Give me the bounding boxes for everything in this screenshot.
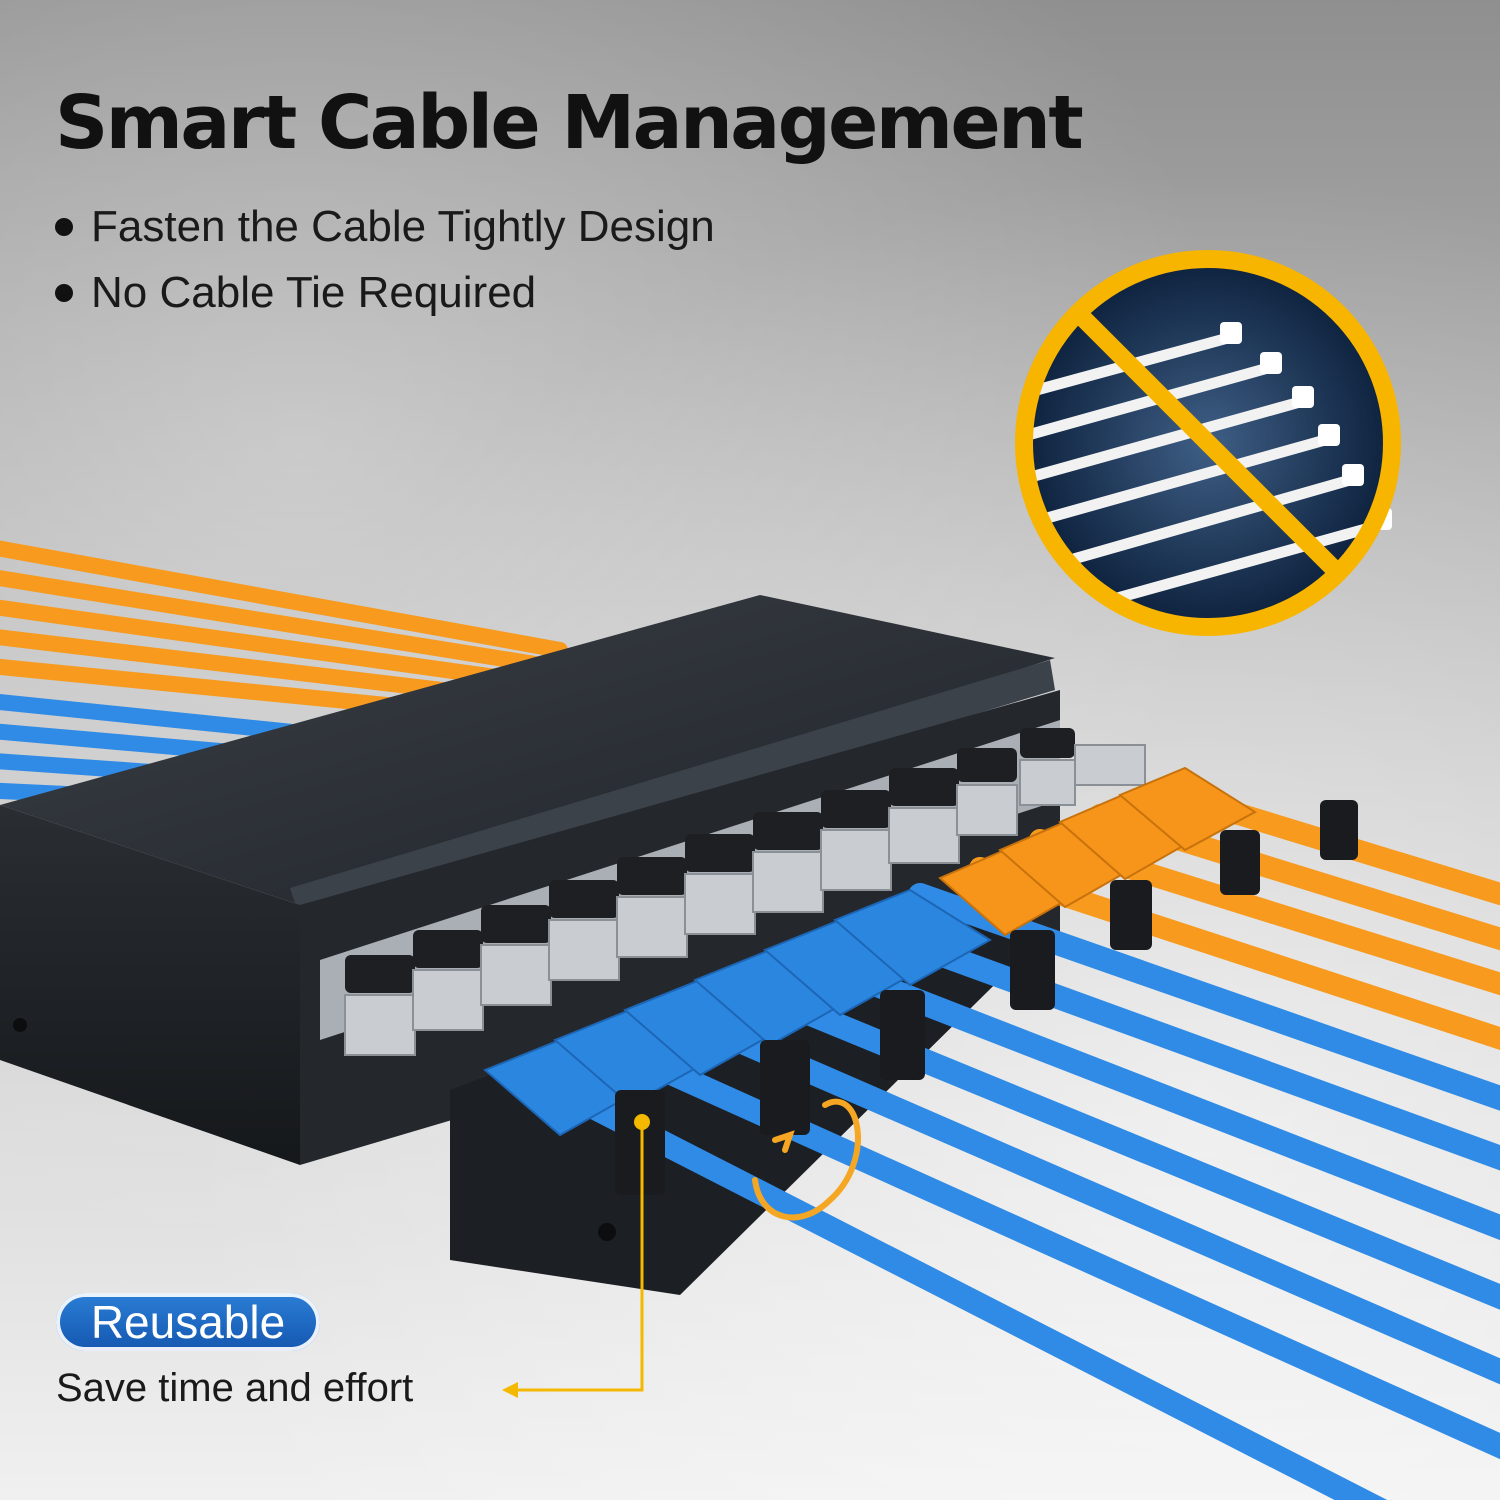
- feature-item: No Cable Tie Required: [55, 271, 715, 315]
- rotate-arrow-icon: [752, 1098, 861, 1221]
- feature-list: Fasten the Cable Tightly Design No Cable…: [55, 205, 715, 337]
- rj45-connectors: [483, 766, 1257, 1137]
- keystone-ports: [344, 728, 1146, 1056]
- feature-text: No Cable Tie Required: [91, 268, 537, 317]
- bullet-icon: [55, 284, 73, 302]
- no-cable-tie-icon: [1015, 250, 1401, 636]
- cable-clips: [615, 800, 1358, 1195]
- callout-text: Save time and effort: [56, 1366, 414, 1410]
- headline: Smart Cable Management: [55, 80, 1084, 166]
- reusable-badge: Reusable: [56, 1293, 320, 1351]
- pointer-arrow-icon: [502, 1114, 650, 1398]
- bullet-icon: [55, 218, 73, 236]
- feature-item: Fasten the Cable Tightly Design: [55, 205, 715, 249]
- feature-text: Fasten the Cable Tightly Design: [91, 202, 715, 251]
